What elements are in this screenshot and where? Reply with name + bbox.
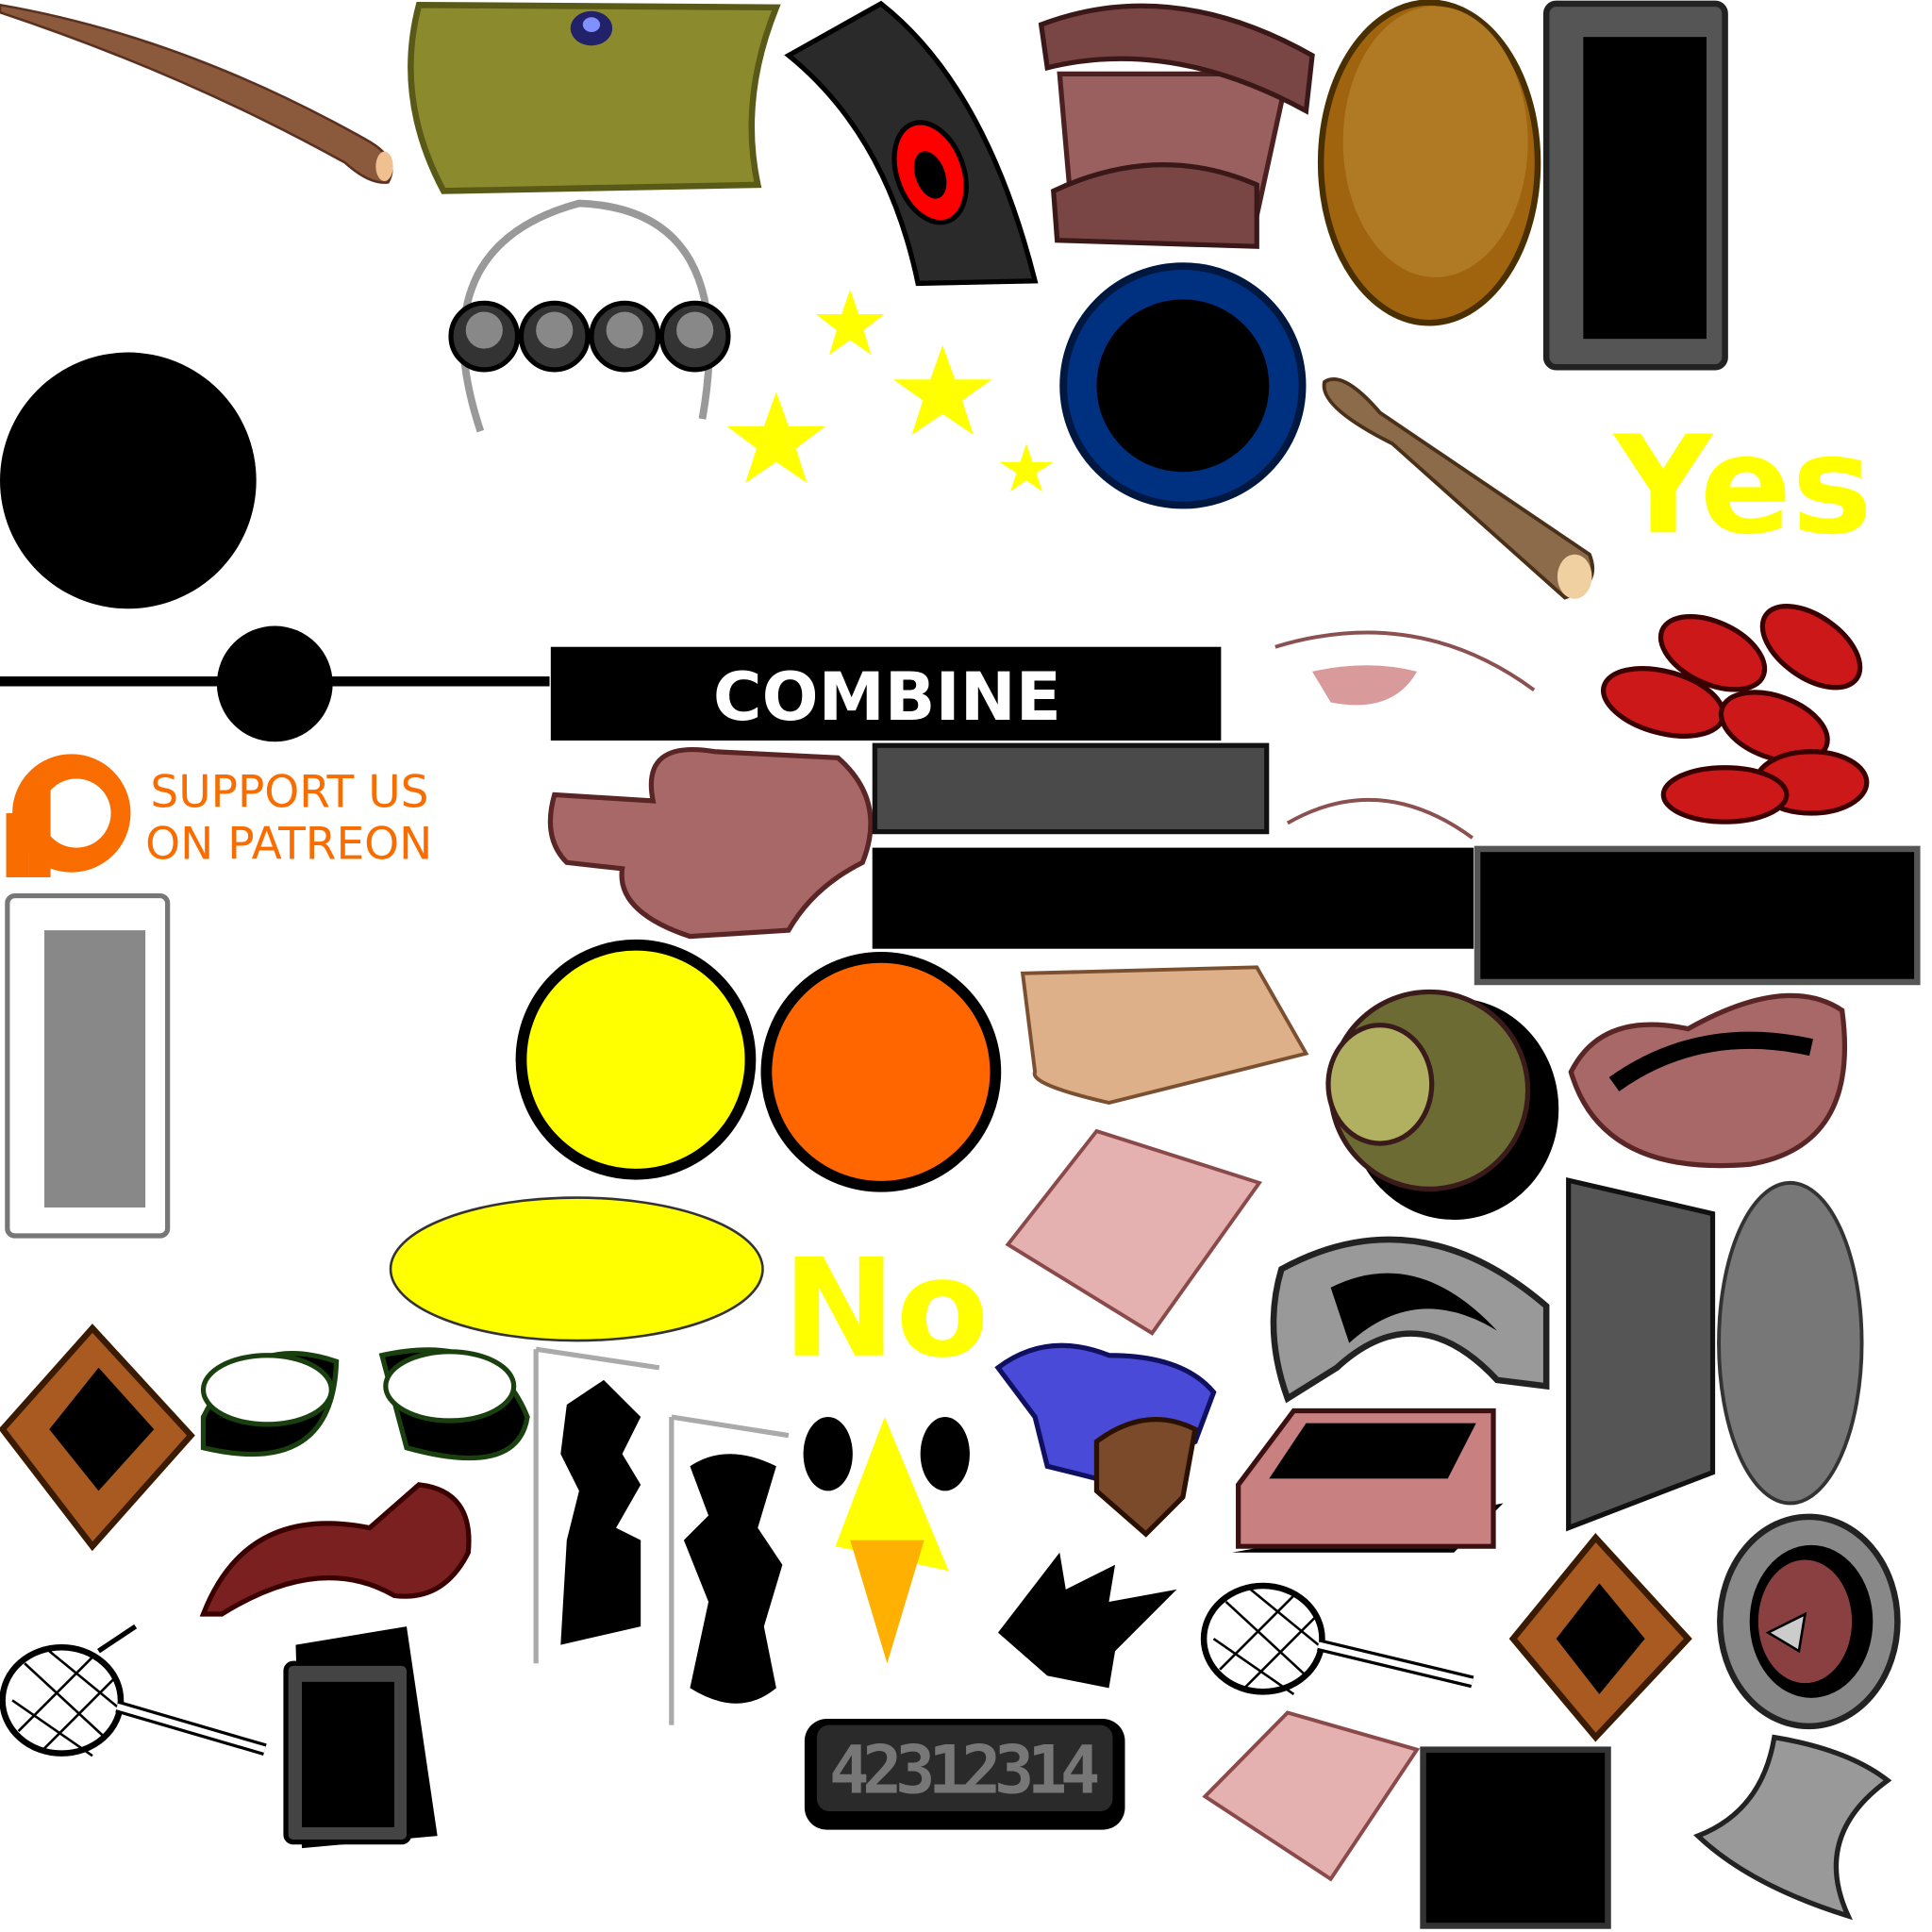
pink-paper-sprite-2 [1202,1710,1421,1882]
stick-sprite [0,3,393,184]
paper-sprite [1020,965,1309,1105]
pot-sprite [1038,3,1315,249]
diamond-frame-sprite [0,1324,195,1552]
hand-sprite [547,746,874,940]
eye-ring-sprite [1717,1513,1901,1730]
black-square-sprite [1420,1746,1611,1929]
gray-oval-sprite [1717,1180,1864,1506]
code-display: 42312314 [804,1719,1125,1830]
patreon-logo [6,754,131,877]
yellow-disc [515,939,757,1180]
stars-sprite [726,289,1054,492]
eyebrow-sprite [1274,630,1536,692]
silhouette-sprite [560,1379,641,1645]
spiky-sprite [997,1552,1177,1689]
patreon-text-line1: SUPPORT US [150,767,428,819]
yes-label: Yes [1612,407,1873,564]
gray-blade-sprite [1693,1734,1892,1921]
diamond-frame-sprite-2 [1508,1533,1692,1742]
claw-sprite [199,1482,472,1617]
dark-screen-sprite [283,1626,438,1849]
yellow-ellipse [389,1196,764,1342]
combine-button-sprite [550,646,1222,741]
racket-sprite [0,1624,267,1757]
code-display-digits: 42312314 [829,1731,1100,1808]
beak-sprite [835,1417,949,1572]
patreon-text-line2: ON PATREON [145,818,432,870]
silhouette-sprite-2 [683,1454,783,1704]
gray-panel-sprite [1566,1176,1716,1532]
gray-bar [872,742,1270,835]
shell-sprite [1325,989,1559,1221]
club-sprite [1322,377,1595,600]
black-bar-framed [1474,845,1921,986]
no-label: No [782,1230,989,1388]
eyebrow-sprite-2 [1286,797,1474,840]
meat-pile-sprite [1601,604,1870,824]
pink-box-sprite [1232,1407,1504,1553]
eye-right [920,1417,970,1491]
black-bar [872,847,1474,949]
black-circle-sprite [0,352,257,609]
gray-arch-sprite [1270,1236,1550,1404]
pink-paper-sprite [1005,1128,1263,1336]
orange-disc [760,951,1002,1192]
slider-knob [216,625,333,742]
racket-sprite-2 [1200,1582,1474,1695]
wallet-sprite [408,1,781,194]
eye-left [803,1417,853,1491]
combine-label: COMBINE [713,658,1061,736]
headband-sprite [448,199,731,433]
